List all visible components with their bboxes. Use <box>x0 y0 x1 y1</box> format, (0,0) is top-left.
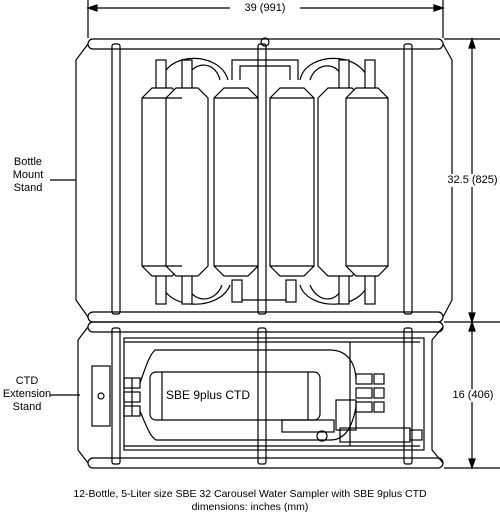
leader-lines <box>50 179 80 396</box>
caption-line-2: dimensions: inches (mm) <box>191 501 309 513</box>
caption: 12-Bottle, 5-Liter size SBE 32 Carousel … <box>0 488 500 514</box>
bottle-mount-stand-label: Bottle Mount Stand <box>12 156 44 194</box>
ctd-extension-stand <box>77 321 444 469</box>
caption-line-1: 12-Bottle, 5-Liter size SBE 32 Carousel … <box>73 488 427 500</box>
upper-height-label: 32.5 (825) <box>445 174 500 187</box>
ctd-extension-stand-label: CTD Extension Stand <box>2 375 52 413</box>
width-label: 39 (991) <box>230 2 300 15</box>
lower-height-label: 16 (406) <box>448 389 498 402</box>
bottles <box>141 59 389 305</box>
ctd-unit-label: SBE 9plus CTD <box>166 388 251 402</box>
sbe-9plus-ctd <box>91 349 423 443</box>
height-dimensions <box>444 37 500 470</box>
bottle-mount-stand <box>75 37 453 323</box>
